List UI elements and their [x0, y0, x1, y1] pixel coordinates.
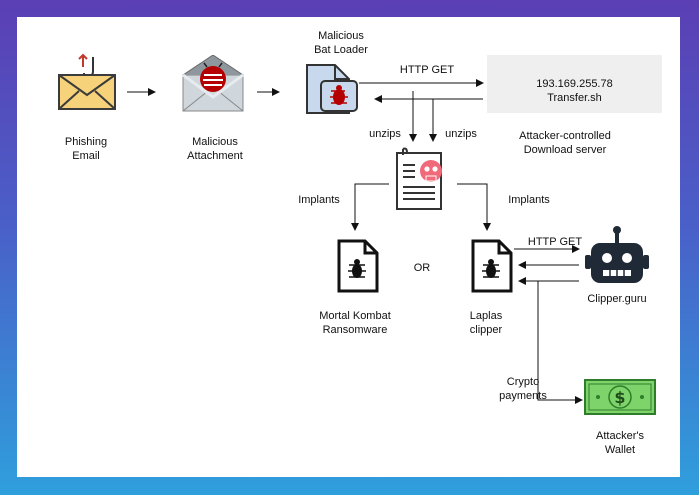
laplas-label: Laplas clipper: [469, 310, 503, 336]
laplas-clipper-file-icon: [471, 239, 513, 293]
edge-implants-right: [457, 183, 491, 231]
wallet-money-icon: $: [584, 379, 656, 415]
crypto-payments-label: Crypto payments: [499, 376, 547, 402]
malware-document-icon: [396, 147, 442, 210]
edge-implants-left: [351, 183, 389, 231]
phishing-email-icon: [58, 53, 116, 110]
malicious-attachment-icon: [182, 55, 244, 112]
or-label: OR: [413, 262, 431, 274]
server-ip-label: 193.169.255.78 Transfer.sh: [536, 78, 613, 104]
unzips-right-label: unzips: [445, 128, 477, 140]
download-server-box: [487, 55, 662, 113]
malicious-attachment-label: Malicious Attachment: [187, 136, 243, 162]
bat-loader-label: Malicious Bat Loader: [314, 30, 368, 56]
clipper-guru-label: Clipper.guru: [587, 293, 647, 305]
connector-lines: [127, 79, 583, 404]
implants-left-label: Implants: [298, 194, 340, 206]
mortal-kombat-label: Mortal Kombat Ransomware: [319, 310, 391, 336]
implants-right-label: Implants: [508, 194, 550, 206]
http-get-clipper-label: HTTP GET: [527, 236, 583, 248]
svg-text:$: $: [614, 388, 625, 407]
wallet-label: Attacker's Wallet: [596, 430, 644, 456]
server-caption-label: Attacker-controlled Download server: [519, 130, 611, 156]
phishing-email-label: Phishing Email: [64, 136, 108, 162]
clipper-guru-robot-icon: [585, 226, 649, 283]
edge-crypto-payments: [537, 280, 583, 404]
diagram-canvas: $ Phishing Email Malicious Attachment Ma…: [17, 17, 680, 477]
edge-unzips-right: [429, 98, 483, 142]
http-get-top-label: HTTP GET: [399, 64, 455, 76]
mortal-kombat-file-icon: [337, 239, 379, 293]
bat-loader-icon: [306, 64, 358, 114]
unzips-left-label: unzips: [369, 128, 401, 140]
